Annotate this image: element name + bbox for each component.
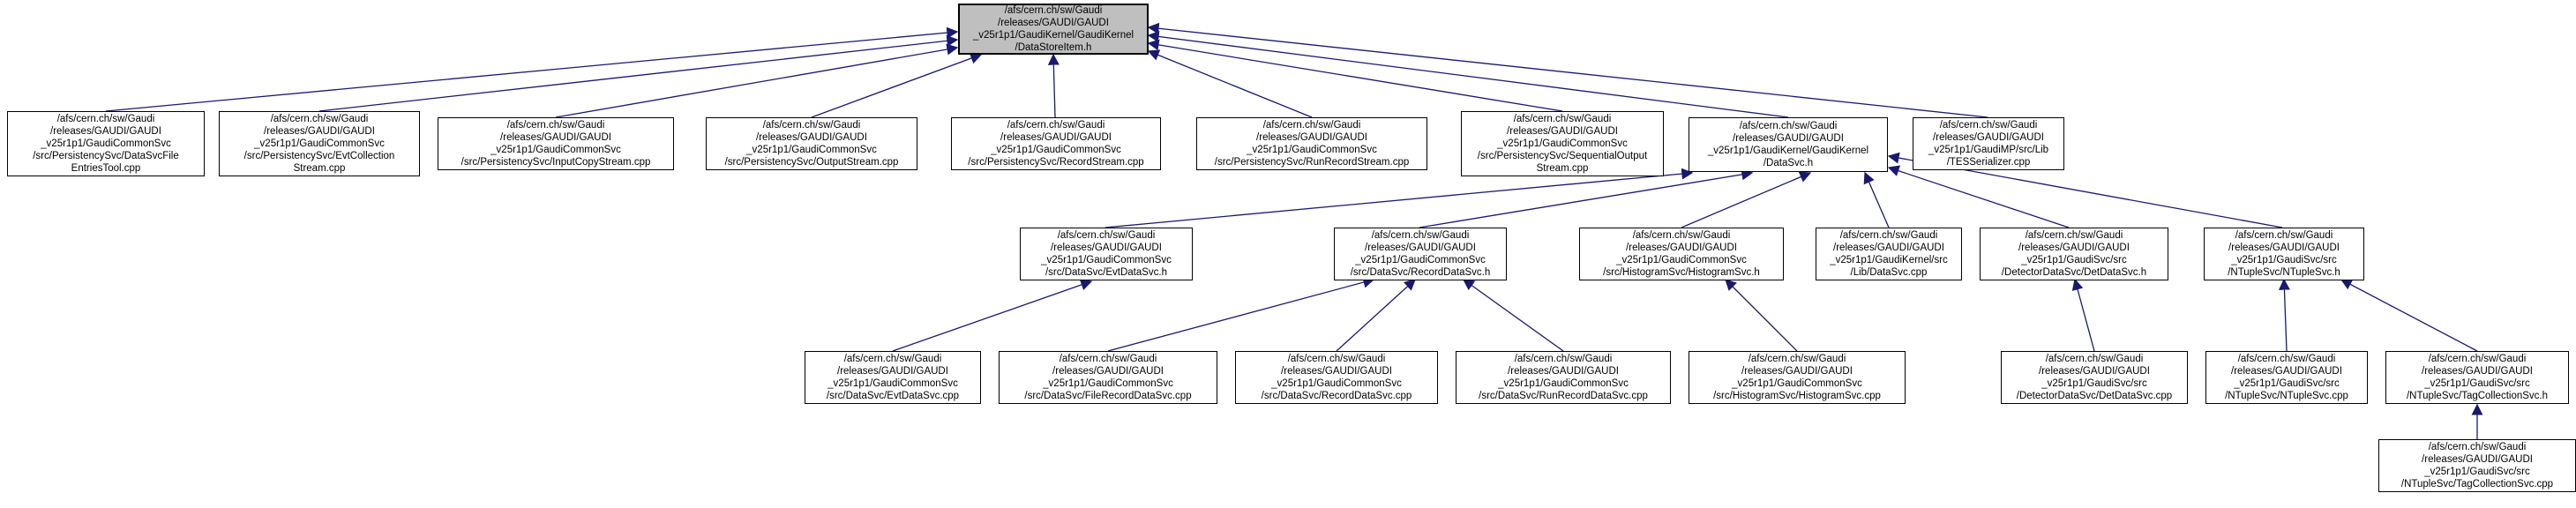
node-datastoreitem-h[interactable]: /afs/cern.ch/sw/Gaudi /releases/GAUDI/GA…	[958, 4, 1149, 55]
node-recorddatasvc-cpp[interactable]: /afs/cern.ch/sw/Gaudi /releases/GAUDI/GA…	[1235, 351, 1438, 404]
node-ntuplesvc-h[interactable]: /afs/cern.ch/sw/Gaudi /releases/GAUDI/GA…	[2204, 228, 2364, 280]
edge-ntuplesvc-cpp-ntuplesvc-h	[2278, 278, 2290, 352]
node-label: /afs/cern.ch/sw/Gaudi /releases/GAUDI/GA…	[1830, 230, 1948, 278]
node-label: /afs/cern.ch/sw/Gaudi /releases/GAUDI/GA…	[724, 120, 899, 168]
edge-histogramsvc-cpp-histogramsvc-h	[1725, 279, 1798, 352]
node-label: /afs/cern.ch/sw/Gaudi /releases/GAUDI/GA…	[826, 354, 960, 401]
node-datasvcfileentriestool-cpp[interactable]: /afs/cern.ch/sw/Gaudi /releases/GAUDI/GA…	[7, 111, 205, 176]
node-sequentialoutputstream-cpp[interactable]: /afs/cern.ch/sw/Gaudi /releases/GAUDI/GA…	[1461, 111, 1664, 176]
node-label: /afs/cern.ch/sw/Gaudi /releases/GAUDI/GA…	[2225, 354, 2348, 401]
node-label: /afs/cern.ch/sw/Gaudi /releases/GAUDI/GA…	[2228, 230, 2340, 278]
edge-evtdatasvc-cpp-evtdatasvc-h	[892, 279, 1093, 352]
edge-outputstream-datastoreitem	[811, 52, 983, 118]
node-label: /afs/cern.ch/sw/Gaudi /releases/GAUDI/GA…	[2406, 354, 2548, 401]
edge-sequentialoutputstream-datastoreitem	[1147, 39, 1563, 112]
edge-datasvc-cpp-datasvc-h	[1863, 171, 1890, 228]
node-detdatasvc-h[interactable]: /afs/cern.ch/sw/Gaudi /releases/GAUDI/GA…	[1980, 228, 2168, 280]
node-histogramsvc-cpp[interactable]: /afs/cern.ch/sw/Gaudi /releases/GAUDI/GA…	[1689, 351, 1906, 404]
node-label: /afs/cern.ch/sw/Gaudi /releases/GAUDI/GA…	[2400, 442, 2554, 489]
node-histogramsvc-h[interactable]: /afs/cern.ch/sw/Gaudi /releases/GAUDI/GA…	[1579, 228, 1784, 280]
node-recordstream-cpp[interactable]: /afs/cern.ch/sw/Gaudi /releases/GAUDI/GA…	[951, 117, 1161, 170]
node-label: /afs/cern.ch/sw/Gaudi /releases/GAUDI/GA…	[1713, 354, 1881, 401]
node-label: /afs/cern.ch/sw/Gaudi /releases/GAUDI/GA…	[972, 5, 1134, 53]
edge-recordstream-datastoreitem	[1047, 53, 1060, 118]
node-evtcollectionstream-cpp[interactable]: /afs/cern.ch/sw/Gaudi /releases/GAUDI/GA…	[219, 111, 420, 176]
edge-recorddatasvc-cpp-recorddatasvc-h	[1336, 279, 1416, 352]
node-recorddatasvc-h[interactable]: /afs/cern.ch/sw/Gaudi /releases/GAUDI/GA…	[1334, 228, 1507, 280]
node-label: /afs/cern.ch/sw/Gaudi /releases/GAUDI/GA…	[968, 120, 1144, 168]
edge-evtdatasvc-h-datasvc-h	[1105, 168, 1694, 228]
node-datasvc-h[interactable]: /afs/cern.ch/sw/Gaudi /releases/GAUDI/GA…	[1689, 117, 1888, 172]
node-ntuplesvc-cpp[interactable]: /afs/cern.ch/sw/Gaudi /releases/GAUDI/GA…	[2205, 351, 2368, 404]
edge-detdatasvc-cpp-detdatasvc-h	[2071, 278, 2095, 352]
edge-recorddatasvc-h-datasvc-h	[1419, 168, 1754, 228]
node-outputstream-cpp[interactable]: /afs/cern.ch/sw/Gaudi /releases/GAUDI/GA…	[706, 117, 917, 170]
node-evtdatasvc-cpp[interactable]: /afs/cern.ch/sw/Gaudi /releases/GAUDI/GA…	[805, 351, 981, 404]
node-label: /afs/cern.ch/sw/Gaudi /releases/GAUDI/GA…	[1214, 120, 1410, 168]
edge-runrecorddatasvc-cpp-recorddatasvc-h	[1462, 279, 1564, 352]
node-label: /afs/cern.ch/sw/Gaudi /releases/GAUDI/GA…	[1928, 120, 2049, 168]
edge-datasvc-datastoreitem	[1147, 31, 1789, 118]
node-runrecorddatasvc-cpp[interactable]: /afs/cern.ch/sw/Gaudi /releases/GAUDI/GA…	[1456, 351, 1671, 404]
node-label: /afs/cern.ch/sw/Gaudi /releases/GAUDI/GA…	[1707, 121, 1869, 168]
node-label: /afs/cern.ch/sw/Gaudi /releases/GAUDI/GA…	[461, 120, 651, 168]
edge-inputcopystream-datastoreitem	[555, 43, 959, 118]
node-label: /afs/cern.ch/sw/Gaudi /releases/GAUDI/GA…	[1477, 114, 1648, 174]
edge-tesserializer-datastoreitem	[1147, 22, 1988, 118]
node-filerecorddatasvc-cpp[interactable]: /afs/cern.ch/sw/Gaudi /releases/GAUDI/GA…	[999, 351, 1217, 404]
node-label: /afs/cern.ch/sw/Gaudi /releases/GAUDI/GA…	[1024, 354, 1192, 401]
node-label: /afs/cern.ch/sw/Gaudi /releases/GAUDI/GA…	[1261, 354, 1412, 401]
edge-detdatasvc-h-datasvc-h	[1887, 165, 2070, 228]
edge-datasvcfileentriestool-datastoreitem	[105, 26, 959, 112]
node-label: /afs/cern.ch/sw/Gaudi /releases/GAUDI/GA…	[1041, 230, 1172, 278]
edge-runrecordstream-datastoreitem	[1147, 49, 1313, 118]
edge-tagcollectionsvc-h-ntuplesvc-h	[2340, 279, 2478, 352]
node-datasvc-cpp[interactable]: /afs/cern.ch/sw/Gaudi /releases/GAUDI/GA…	[1816, 228, 1962, 280]
edge-filerecorddatasvc-cpp-recorddatasvc-h	[1107, 276, 1375, 352]
node-runrecordstream-cpp[interactable]: /afs/cern.ch/sw/Gaudi /releases/GAUDI/GA…	[1196, 117, 1427, 170]
node-tesserializer-cpp[interactable]: /afs/cern.ch/sw/Gaudi /releases/GAUDI/GA…	[1913, 117, 2064, 170]
node-evtdatasvc-h[interactable]: /afs/cern.ch/sw/Gaudi /releases/GAUDI/GA…	[1020, 228, 1193, 280]
node-tagcollectionsvc-h[interactable]: /afs/cern.ch/sw/Gaudi /releases/GAUDI/GA…	[2385, 351, 2569, 404]
edge-evtcollectionstream-datastoreitem	[318, 34, 959, 112]
node-label: /afs/cern.ch/sw/Gaudi /releases/GAUDI/GA…	[1603, 230, 1760, 278]
node-label: /afs/cern.ch/sw/Gaudi /releases/GAUDI/GA…	[33, 114, 179, 174]
node-detdatasvc-cpp[interactable]: /afs/cern.ch/sw/Gaudi /releases/GAUDI/GA…	[2001, 351, 2188, 404]
node-tagcollectionsvc-cpp[interactable]: /afs/cern.ch/sw/Gaudi /releases/GAUDI/GA…	[2378, 439, 2576, 492]
node-inputcopystream-cpp[interactable]: /afs/cern.ch/sw/Gaudi /releases/GAUDI/GA…	[438, 117, 674, 170]
node-label: /afs/cern.ch/sw/Gaudi /releases/GAUDI/GA…	[2016, 354, 2173, 401]
edge-histogramsvc-h-datasvc-h	[1681, 171, 1812, 228]
node-label: /afs/cern.ch/sw/Gaudi /releases/GAUDI/GA…	[1350, 230, 1491, 278]
node-label: /afs/cern.ch/sw/Gaudi /releases/GAUDI/GA…	[2001, 230, 2147, 278]
node-label: /afs/cern.ch/sw/Gaudi /releases/GAUDI/GA…	[243, 114, 395, 174]
node-label: /afs/cern.ch/sw/Gaudi /releases/GAUDI/GA…	[1479, 354, 1648, 401]
